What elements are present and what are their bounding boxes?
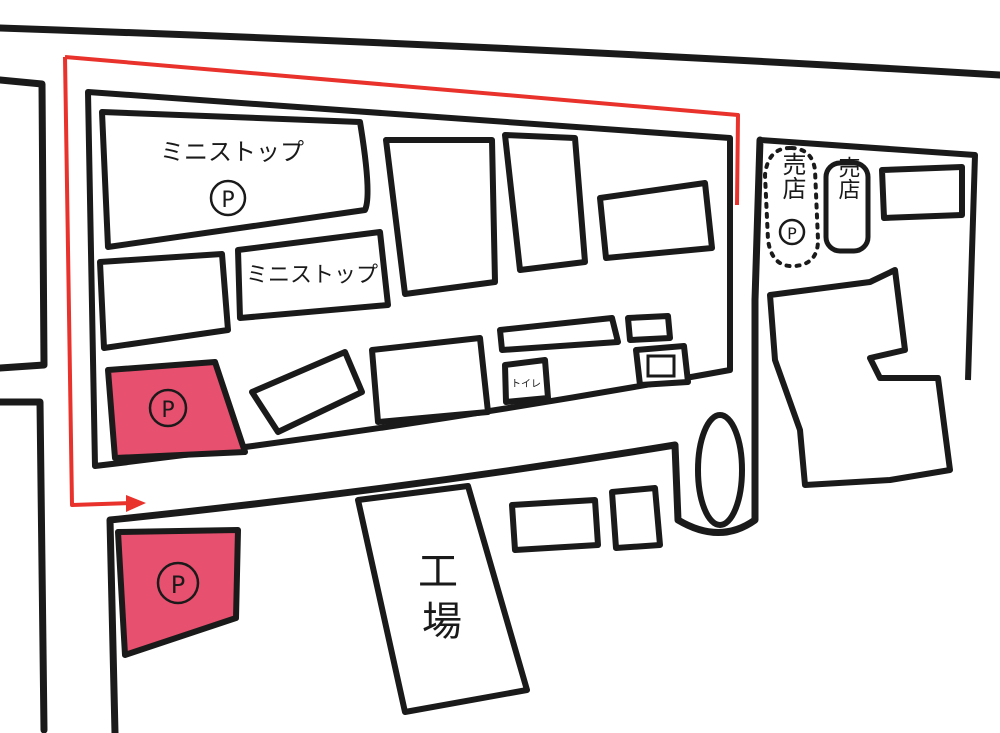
parking-icon-shop: P [778,218,806,246]
left-road-outer-edge-bottom [0,398,48,733]
ministop-mid-label: ミニストップ [246,263,378,288]
parking-icon-lot-2: P [156,561,200,605]
lower-building-2 [609,485,663,551]
oval-building [695,412,745,528]
large-right-building [767,267,953,488]
shop-right-label: 売店 [835,156,861,200]
parking-icon-lot-1-circle [148,388,188,428]
parking-icon-shop-circle [778,218,806,246]
arrow-right-icon [126,495,146,512]
ministop-mid-building [235,229,391,321]
toilet-label: トイレ [511,379,541,390]
rounded-square-building [633,343,691,388]
ministop-top-building [99,109,371,250]
factory-label-line1: 工 [418,549,458,595]
ministop-top-label: ミニストップ [160,138,304,166]
parking-icon-ministop-letter: P [221,188,234,213]
labels: ミニストップ ミニストップ トイレ 売店 売店 工 場 [160,138,861,645]
right-side-area [759,137,978,488]
inner-road-edge [106,296,759,733]
center-tall-building-2 [502,132,588,273]
toilet-building [502,357,551,405]
roads [0,24,1000,733]
left-road-outer-edge-top [0,76,48,372]
top-road-upper-edge [0,24,1000,79]
right-block-building [597,180,715,261]
parking-icon-lot-1-letter: P [161,398,174,423]
lower-buildings [355,412,745,715]
parking-lot-1 [105,359,248,461]
factory-label-line2: 場 [422,599,462,645]
parking-icon-lot-1: P [148,388,188,428]
shop-left-label: 売店 [778,152,806,200]
access-route [63,55,740,512]
shop-building-right [823,160,871,254]
left-small-building [97,251,231,351]
parking-icons: P P P P [148,179,806,605]
parking-icon-lot-2-circle [156,561,200,605]
small-right-building [879,164,965,221]
lower-building-1 [509,497,601,553]
shop-left-label-text: 売店 [778,152,806,200]
center-tall-building-1 [383,137,498,297]
long-bar-building [497,315,621,353]
curve-road-edge [751,136,764,304]
parking-icon-ministop: P [209,179,247,217]
angled-building [249,349,365,435]
shop-right-label-text: 売店 [835,156,861,200]
center-low-building [369,335,491,425]
parking-icon-lot-2-letter: P [171,571,185,599]
rounded-square-inner [646,354,676,378]
parking-lot-2 [115,527,241,658]
block-buildings [97,109,715,435]
shop-dashed-parking [762,145,821,269]
route-line [63,55,740,507]
factory-building [355,483,530,715]
parking-icon-ministop-circle [209,179,247,217]
parking-icon-shop-letter: P [787,224,797,243]
small-square-building [625,313,673,343]
parking-lots [105,359,248,658]
